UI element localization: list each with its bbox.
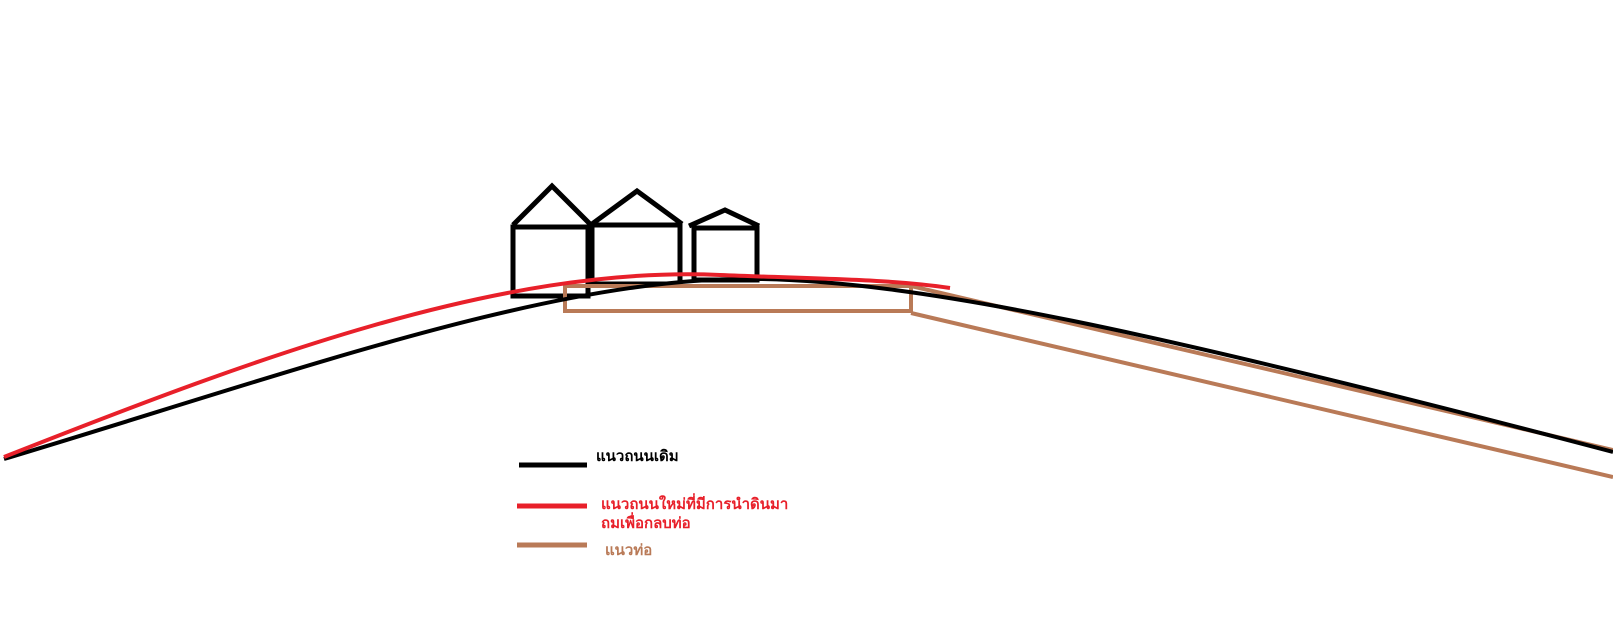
house-1-body xyxy=(510,224,591,299)
pipe-lower-line xyxy=(910,311,1613,479)
house-3-body xyxy=(691,225,760,283)
new-road-line xyxy=(3,272,951,459)
legend-old-road-label: แนวถนนเดิม xyxy=(596,447,679,465)
legend-pipe-label: แนวท่อ xyxy=(605,541,652,559)
house-2 xyxy=(589,187,684,287)
house-2-roof xyxy=(590,187,684,227)
old-road-line xyxy=(3,276,1613,461)
legend-new-road-label-line2: ถมเพื่อกลบท่อ xyxy=(601,512,691,532)
house-1-roof xyxy=(511,182,593,227)
house-3 xyxy=(687,207,761,283)
pipe-line xyxy=(563,284,1613,479)
house-1 xyxy=(510,182,593,299)
house-3-roof xyxy=(687,207,761,229)
legend-new-road-label-line1: แนวถนนใหม่ที่มีการนำดินมา xyxy=(601,493,788,513)
